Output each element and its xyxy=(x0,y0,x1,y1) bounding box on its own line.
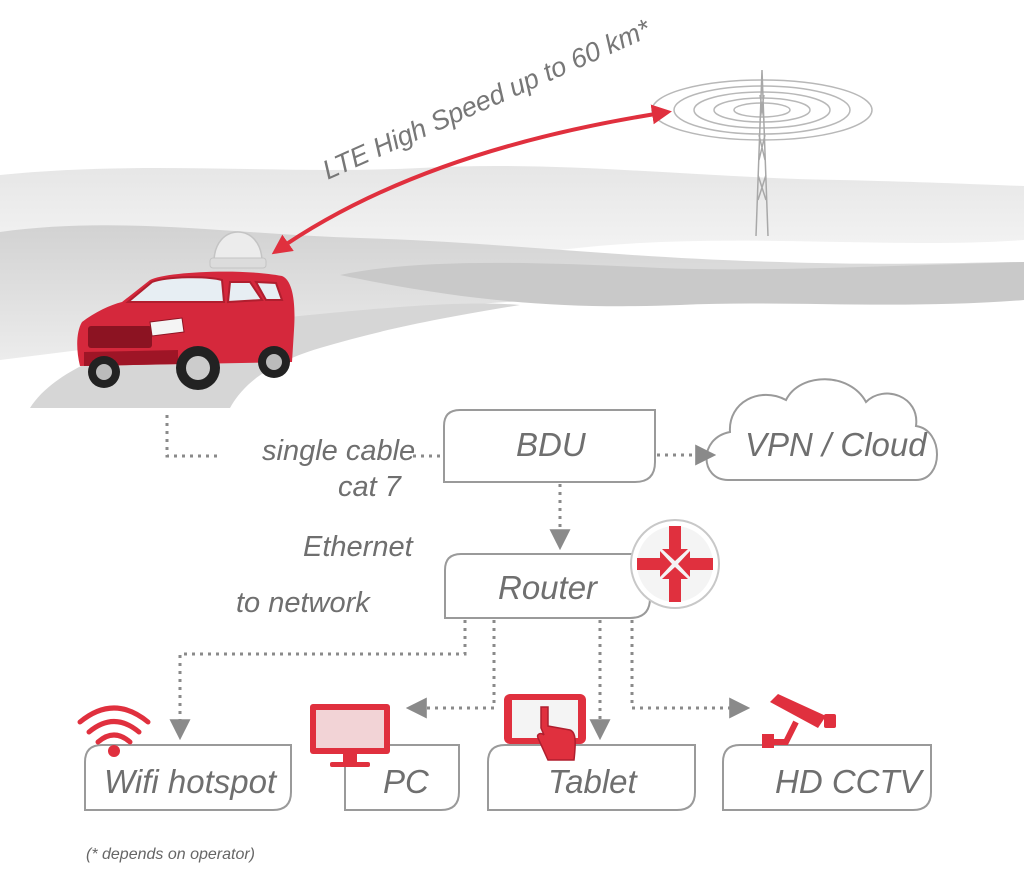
bdu-label: BDU xyxy=(516,426,586,463)
cable-label-line1: single cable xyxy=(262,435,416,467)
ethernet-label-line2: to network xyxy=(236,587,370,619)
cable-line-vehicle xyxy=(165,415,222,458)
pc-label: PC xyxy=(383,763,429,800)
cable-label-line2: cat 7 xyxy=(338,471,401,503)
cctv-box xyxy=(722,744,932,811)
tablet-label: Tablet xyxy=(548,763,637,800)
lte-link-arrow xyxy=(271,104,672,255)
router-to-pc-line xyxy=(405,620,496,719)
wifi-box xyxy=(84,744,292,811)
antenna-dome-icon xyxy=(209,231,267,269)
footnote: (* depends on operator) xyxy=(86,846,255,863)
router-label: Router xyxy=(498,569,598,606)
cloud-shape xyxy=(705,378,938,481)
router-icon xyxy=(630,519,720,609)
cloud-label: VPN / Cloud xyxy=(745,426,927,463)
router-to-wifi-line xyxy=(169,620,467,741)
router-to-cctv-line xyxy=(630,620,751,719)
cctv-label: HD CCTV xyxy=(775,763,922,800)
wifi-icon xyxy=(77,705,151,757)
ethernet-label-line1: Ethernet xyxy=(303,531,413,563)
vehicle-icon xyxy=(77,271,295,390)
bdu-box xyxy=(443,409,656,483)
tablet-touch-icon xyxy=(504,694,586,761)
tablet-box xyxy=(487,744,696,811)
camera-icon xyxy=(762,694,836,748)
monitor-icon xyxy=(310,704,390,767)
connectors xyxy=(165,415,751,741)
wifi-label: Wifi hotspot xyxy=(104,763,277,800)
